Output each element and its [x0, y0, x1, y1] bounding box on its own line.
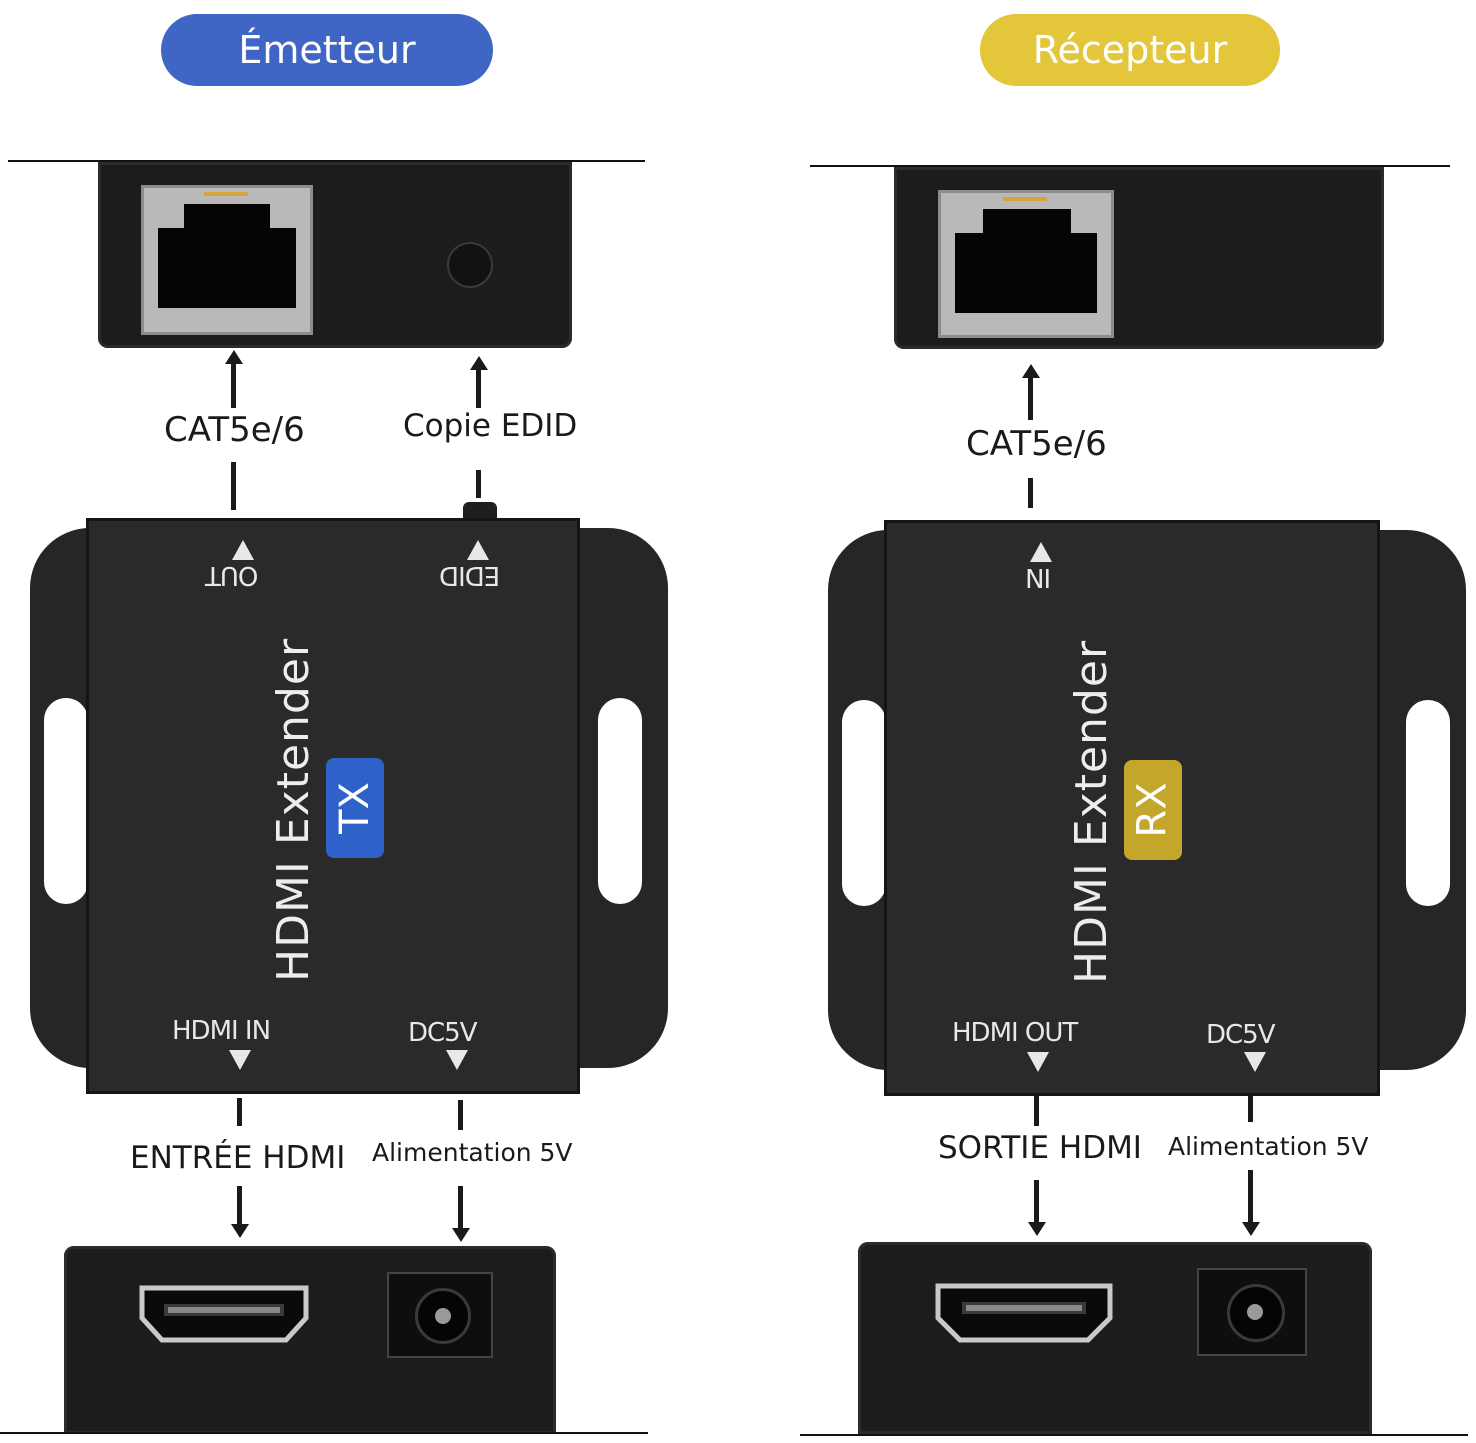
rx-cat-line-top	[1028, 376, 1033, 420]
tx-cat-line-bottom	[231, 462, 236, 510]
tx-hdmi-line-bottom	[237, 1186, 242, 1226]
rx-dc-marker	[1244, 1052, 1266, 1072]
tx-hdmi-in-text: HDMI IN	[172, 1016, 271, 1046]
tx-dc-jack	[387, 1272, 493, 1358]
tx-dc-marker	[446, 1050, 468, 1070]
tx-edid-label: Copie EDID	[403, 408, 578, 444]
rx-dc-jack	[1197, 1268, 1307, 1356]
tx-edid-marker	[467, 540, 489, 560]
tx-mount-slot-left	[44, 698, 88, 904]
tx-badge: TX	[326, 758, 384, 858]
edid-button-icon	[447, 242, 493, 288]
tx-rj45-port	[141, 185, 313, 335]
rx-hdmi-label: SORTIE HDMI	[938, 1130, 1142, 1166]
rx-in-text: IN	[1026, 562, 1052, 592]
tx-mount-slot-right	[598, 698, 642, 904]
rx-cat-line-bottom	[1028, 478, 1033, 508]
rx-hdmi-line-top	[1034, 1096, 1039, 1126]
tx-edid-line-top	[476, 368, 481, 408]
rx-dc-text: DC5V	[1206, 1020, 1276, 1050]
rx-mount-slot-right	[1406, 700, 1450, 906]
tx-power-line-bottom	[458, 1186, 463, 1230]
rx-cat-label: CAT5e/6	[966, 424, 1107, 464]
tx-cat-label: CAT5e/6	[164, 410, 305, 450]
tx-out-marker	[232, 540, 254, 560]
rx-cat-arrow-up	[1022, 364, 1040, 378]
tx-dc-text: DC5V	[408, 1018, 478, 1048]
tx-top-surface-line	[8, 160, 645, 162]
rx-hdmi-out-marker	[1027, 1052, 1049, 1072]
hdmi-port-icon	[935, 1283, 1113, 1343]
tx-hdmi-arrow-down	[231, 1224, 249, 1238]
rx-power-label: Alimentation 5V	[1168, 1132, 1369, 1161]
tx-power-line-top	[458, 1100, 463, 1130]
rx-in-marker	[1030, 542, 1052, 562]
hdmi-port-icon	[139, 1285, 309, 1343]
rx-rj45-port	[938, 190, 1114, 338]
tx-edid-button	[463, 502, 497, 522]
rx-body	[884, 520, 1380, 1096]
tx-hdmi-label: ENTRÉE HDMI	[130, 1140, 346, 1176]
rx-bottom-surface-line	[800, 1434, 1468, 1436]
tx-bottom-surface-line	[0, 1432, 648, 1434]
rx-badge: RX	[1124, 760, 1182, 860]
receiver-title: Récepteur	[980, 14, 1280, 86]
rx-top-surface-line	[810, 165, 1450, 167]
tx-edid-line-bottom	[476, 470, 481, 498]
rx-power-arrow-down	[1242, 1222, 1260, 1236]
tx-edid-arrow-up	[470, 356, 488, 370]
tx-power-arrow-down	[452, 1228, 470, 1242]
rx-hdmi-line-bottom	[1034, 1180, 1039, 1224]
tx-power-label: Alimentation 5V	[372, 1138, 573, 1167]
tx-hdmi-line-top	[237, 1098, 242, 1126]
rx-power-line-bottom	[1248, 1170, 1253, 1224]
tx-out-text: OUT	[206, 560, 259, 590]
tx-hdmi-in-marker	[229, 1050, 251, 1070]
tx-cat-arrow-up	[225, 350, 243, 364]
rx-hdmi-out-text: HDMI OUT	[952, 1018, 1078, 1048]
rx-mount-slot-left	[842, 700, 886, 906]
transmitter-title: Émetteur	[161, 14, 493, 86]
rx-power-line-top	[1248, 1096, 1253, 1122]
rx-hdmi-arrow-down	[1028, 1222, 1046, 1236]
tx-product-text: HDMI Extender	[268, 637, 319, 982]
tx-cat-line-top	[231, 362, 236, 408]
rx-product-text: HDMI Extender	[1066, 639, 1117, 984]
tx-edid-text: EDID	[440, 560, 501, 590]
